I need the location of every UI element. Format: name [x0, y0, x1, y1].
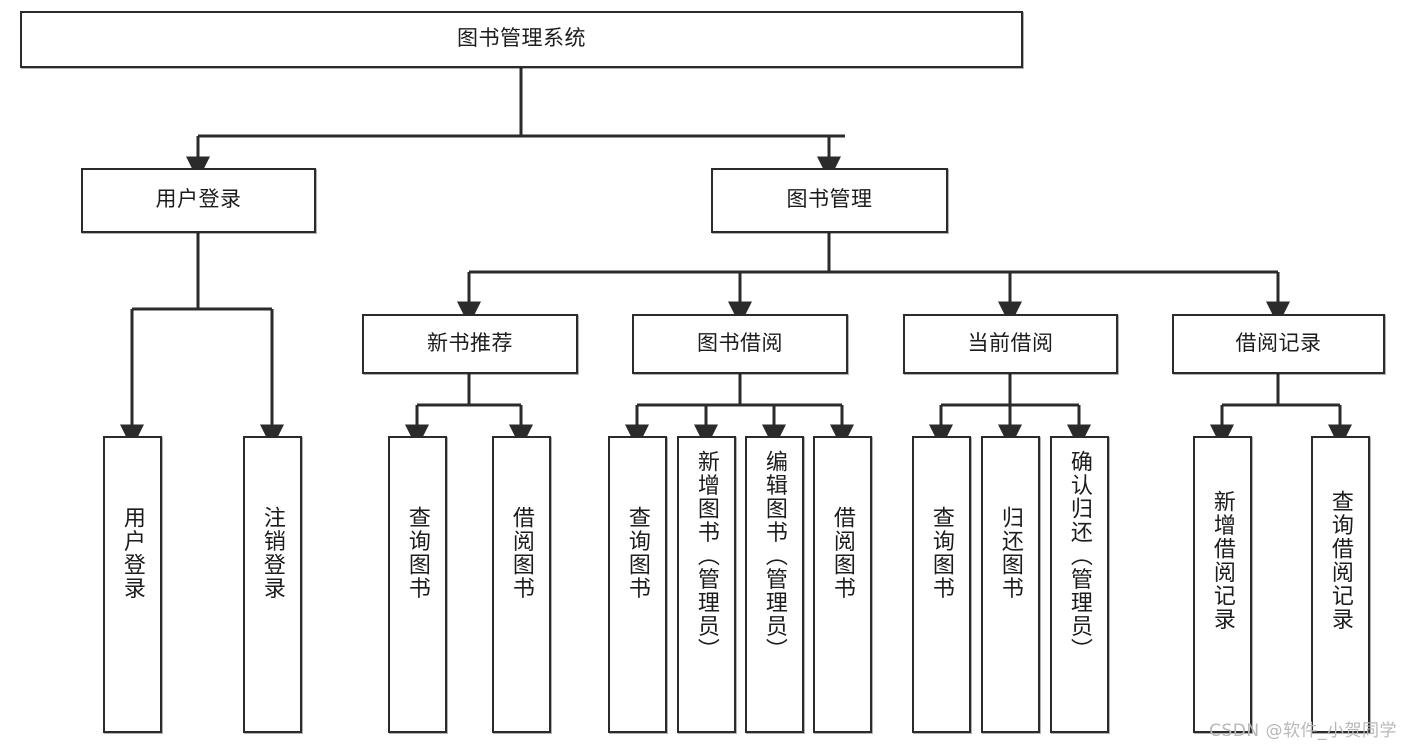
- node-label: 编辑图书（管理员）: [762, 450, 788, 662]
- node-label: 借阅记录: [1235, 331, 1322, 355]
- node-label: 查询图书: [929, 506, 955, 600]
- node-label: 图书管理: [786, 188, 873, 212]
- node-label: 归还图书: [998, 506, 1024, 600]
- node-leaf-edit-book-admin[interactable]: 编辑图书（管理员）: [745, 436, 804, 733]
- node-leaf-confirm-return-admin[interactable]: 确认归还（管理员）: [1050, 436, 1109, 733]
- node-leaf-query-book-borrow[interactable]: 查询图书: [608, 436, 667, 733]
- node-new-book-recommend[interactable]: 新书推荐: [362, 314, 578, 374]
- node-leaf-add-borrow-record[interactable]: 新增借阅记录: [1193, 436, 1252, 733]
- node-leaf-user-login[interactable]: 用户登录: [103, 436, 162, 733]
- node-leaf-query-book-current[interactable]: 查询图书: [912, 436, 971, 733]
- node-label: 注销登录: [260, 506, 286, 600]
- node-label: 图书管理系统: [457, 27, 586, 51]
- node-book-management[interactable]: 图书管理: [711, 168, 948, 233]
- node-borrow-record[interactable]: 借阅记录: [1172, 314, 1385, 374]
- node-leaf-query-borrow-record[interactable]: 查询借阅记录: [1311, 436, 1370, 733]
- node-label: 借阅图书: [509, 506, 535, 600]
- node-label: 当前借阅: [967, 331, 1054, 355]
- node-leaf-return-book[interactable]: 归还图书: [981, 436, 1040, 733]
- node-leaf-add-book-admin[interactable]: 新增图书（管理员）: [677, 436, 736, 733]
- node-leaf-logout[interactable]: 注销登录: [243, 436, 302, 733]
- node-label: 新书推荐: [427, 331, 513, 355]
- node-leaf-borrow-book[interactable]: 借阅图书: [813, 436, 872, 733]
- node-label: 新增借阅记录: [1210, 490, 1236, 631]
- node-label: 确认归还（管理员）: [1067, 450, 1093, 662]
- node-label: 查询图书: [405, 506, 431, 600]
- node-label: 借阅图书: [830, 506, 856, 600]
- node-label: 查询借阅记录: [1328, 490, 1354, 631]
- node-label: 用户登录: [155, 188, 242, 212]
- node-leaf-borrow-book-recommend[interactable]: 借阅图书: [492, 436, 551, 733]
- node-book-borrow[interactable]: 图书借阅: [632, 314, 848, 374]
- node-label: 新增图书（管理员）: [694, 450, 720, 662]
- node-current-borrow[interactable]: 当前借阅: [903, 314, 1118, 374]
- node-user-login[interactable]: 用户登录: [81, 168, 316, 233]
- node-label: 查询图书: [625, 506, 651, 600]
- node-label: 图书借阅: [697, 331, 783, 355]
- node-label: 用户登录: [120, 506, 146, 600]
- node-leaf-query-book-recommend[interactable]: 查询图书: [388, 436, 447, 733]
- watermark-csdn: CSDN @软件_小贺同学: [1209, 721, 1397, 741]
- node-root-book-management-system[interactable]: 图书管理系统: [20, 11, 1023, 68]
